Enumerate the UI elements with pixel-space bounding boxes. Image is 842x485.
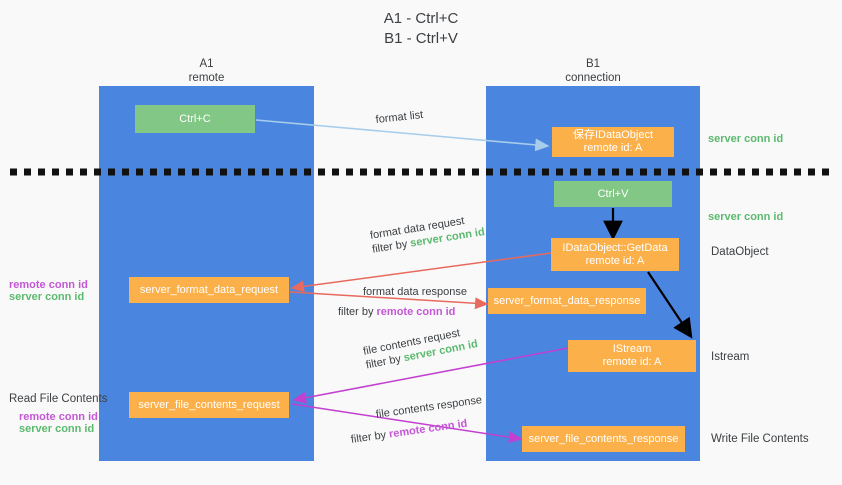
label-read-file-contents: Read File Contents — [9, 393, 108, 405]
box-server-file-contents-response[interactable]: server_file_contents_response — [522, 426, 685, 452]
box-ctrl-c-label: Ctrl+C — [179, 112, 211, 125]
box-server-format-data-request[interactable]: server_format_data_request — [129, 277, 289, 303]
box-idataobject-getdata-line2: remote id: A — [585, 254, 645, 267]
label-format-data-response-filter-prefix: filter by — [338, 306, 374, 318]
box-ctrl-c[interactable]: Ctrl+C — [135, 105, 255, 133]
label-server-conn-id-left-bottom: server conn id — [19, 423, 95, 435]
box-server-format-data-response[interactable]: server_format_data_response — [488, 288, 646, 314]
label-server-conn-id-top-text: server conn id — [708, 133, 784, 145]
column-header-b1-name: B1 — [585, 58, 601, 70]
box-istream-line1: IStream — [612, 343, 652, 355]
label-server-conn-id-second: server conn id — [708, 210, 783, 225]
column-header-a1: A1 remote — [99, 57, 314, 85]
label-format-data-request: format data request filter by server con… — [369, 211, 486, 256]
label-file-contents-response: file contents response — [375, 394, 483, 421]
title-line-2: B1 - Ctrl+V — [384, 30, 458, 47]
box-server-file-contents-request-label: server_file_contents_request — [138, 398, 280, 411]
column-header-b1: B1 connection — [486, 57, 700, 85]
label-remote-conn-id-top: remote conn id — [9, 279, 88, 291]
box-save-dataobject-line2: remote id: A — [583, 142, 643, 154]
label-format-data-response-filter: filter by remote conn id — [338, 305, 455, 319]
box-save-dataobject[interactable]: 保存IDataObject remote id: A — [552, 127, 674, 157]
label-file-contents-response-filter-prefix: filter by — [350, 429, 387, 446]
label-server-conn-id-top: server conn id — [708, 132, 783, 147]
label-format-list: format list — [375, 109, 424, 126]
label-istream: Istream — [711, 351, 750, 363]
label-group-conn-ids-top: remote conn id server conn id — [9, 279, 88, 303]
box-ctrl-v[interactable]: Ctrl+V — [554, 181, 672, 207]
box-istream-line2: remote id: A — [602, 356, 662, 368]
label-server-conn-id-second-text: server conn id — [708, 211, 784, 223]
label-dataobject: DataObject — [711, 246, 769, 258]
box-save-dataobject-line1: 保存IDataObject — [572, 129, 654, 141]
label-file-contents-response-filter: filter by remote conn id — [350, 417, 468, 447]
box-server-format-data-request-label: server_format_data_request — [139, 283, 279, 296]
column-header-a1-sub: remote — [188, 72, 225, 84]
box-istream[interactable]: IStream remote id: A — [568, 340, 696, 372]
label-format-data-response-filter-value: remote conn id — [376, 306, 456, 318]
label-group-conn-ids-bottom: remote conn id server conn id — [19, 411, 98, 435]
label-remote-conn-id-bottom: remote conn id — [19, 411, 98, 423]
label-file-contents-response-filter-value: remote conn id — [388, 417, 469, 441]
label-file-contents-request: file contents request filter by server c… — [362, 323, 479, 372]
title-line-1: A1 - Ctrl+C — [383, 10, 459, 27]
box-idataobject-getdata-line1: IDataObject::GetData — [562, 241, 668, 254]
label-server-conn-id-left-top: server conn id — [9, 291, 85, 303]
label-format-data-response: format data response — [363, 286, 467, 298]
box-ctrl-v-label: Ctrl+V — [597, 187, 629, 200]
box-server-format-data-response-label: server_format_data_response — [493, 294, 641, 307]
box-server-file-contents-response-label: server_file_contents_response — [528, 432, 679, 445]
label-format-data-request-filter-prefix: filter by — [371, 238, 409, 256]
page-title: A1 - Ctrl+C B1 - Ctrl+V — [0, 9, 842, 49]
label-write-file-contents: Write File Contents — [711, 433, 809, 445]
column-header-a1-name: A1 — [199, 58, 214, 70]
box-server-file-contents-request[interactable]: server_file_contents_request — [129, 392, 289, 418]
column-header-b1-sub: connection — [565, 72, 621, 84]
box-idataobject-getdata[interactable]: IDataObject::GetData remote id: A — [551, 238, 679, 271]
